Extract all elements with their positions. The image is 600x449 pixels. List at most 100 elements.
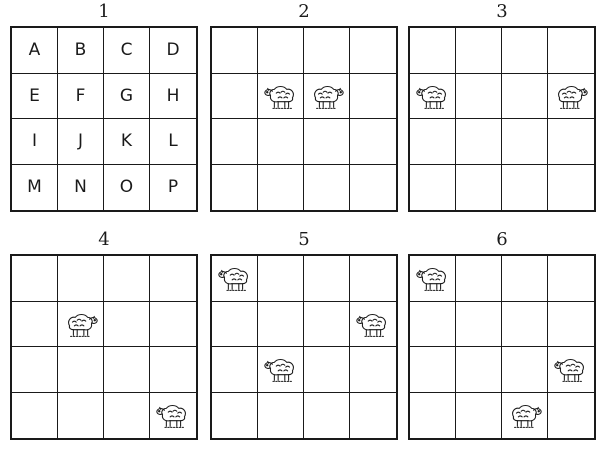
grid-cell-e (410, 73, 456, 119)
grid-cell-l (548, 347, 594, 393)
grid-cell-l (548, 119, 594, 165)
grid-cell-c (502, 28, 548, 74)
sheep-icon (506, 400, 544, 430)
panel-grid (210, 26, 398, 212)
panel-grid (408, 254, 596, 440)
cell-letter: E (29, 85, 40, 106)
grid-cell-k: K (104, 119, 150, 165)
panel-number: 6 (496, 229, 508, 250)
grid-cell-d: D (150, 28, 196, 74)
grid-cell-p (350, 393, 396, 439)
grid-cell-p (548, 393, 594, 439)
cell-letter: C (120, 40, 133, 61)
grid-cell-e (212, 73, 258, 119)
grid-cell-d (548, 256, 594, 302)
grid-cell-k (304, 347, 350, 393)
grid-cell-e (12, 301, 58, 347)
grid-cell-i: I (12, 119, 58, 165)
cell-letter: A (28, 40, 41, 61)
grid-cell-g (304, 73, 350, 119)
grid-cell-h (350, 74, 396, 119)
grid-cell-n (58, 392, 104, 438)
grid-cell-o (304, 164, 350, 210)
grid-cell-f (58, 301, 104, 347)
grid-cell-i (212, 119, 258, 165)
grid-cell-g (304, 301, 350, 347)
grid-cell-i (12, 347, 58, 393)
grid-cell-g (104, 301, 150, 347)
cell-letter: G (119, 85, 134, 106)
panel-number: 1 (98, 1, 110, 22)
cell-letter: O (119, 177, 134, 198)
grid-cell-j (58, 347, 104, 393)
grid-cell-p: P (150, 165, 196, 211)
grid-cell-l (350, 347, 396, 393)
grid-cell-n (258, 164, 304, 210)
cell-letter: N (74, 177, 87, 198)
sheep-icon (354, 309, 392, 339)
grid-cell-b: B (58, 28, 104, 74)
cell-letter: L (168, 131, 178, 152)
grid-cell-j (456, 347, 502, 393)
grid-cell-d (350, 28, 396, 74)
grid-cell-g: G (104, 73, 150, 119)
grid-cell-p (548, 165, 594, 211)
grid-cell-a (410, 256, 456, 302)
sheep-icon (262, 81, 300, 111)
grid-cell-m (410, 164, 456, 210)
grid-cell-e (410, 301, 456, 347)
grid-cell-j (456, 119, 502, 165)
grid-cell-o (502, 164, 548, 210)
grid-cell-f (258, 301, 304, 347)
grid-cell-a (410, 28, 456, 74)
grid-cell-h (150, 302, 196, 347)
grid-cell-j (258, 119, 304, 165)
grid-cell-k (104, 347, 150, 393)
cell-letter: M (27, 177, 42, 198)
grid-cell-m (12, 392, 58, 438)
panel-number: 4 (98, 229, 110, 250)
panel-number: 5 (298, 229, 310, 250)
grid-cell-b (58, 256, 104, 302)
panel-grid (10, 254, 198, 440)
grid-cell-l (350, 119, 396, 165)
grid-cell-p (150, 393, 196, 439)
grid-cell-c (502, 256, 548, 302)
grid-cell-h: H (150, 74, 196, 119)
grid-cell-c: C (104, 28, 150, 74)
grid-cell-o (104, 392, 150, 438)
cell-letter: J (77, 131, 83, 152)
grid-cell-j: J (58, 119, 104, 165)
panel-grid (408, 26, 596, 212)
grid-cell-o: O (104, 164, 150, 210)
cell-letter: D (166, 40, 180, 61)
sheep-icon (62, 309, 100, 339)
grid-cell-m (410, 392, 456, 438)
grid-cell-o (502, 392, 548, 438)
cell-letter: K (120, 131, 133, 152)
sheep-icon (262, 354, 300, 384)
grid-cell-l: L (150, 119, 196, 165)
panel-grid (210, 254, 398, 440)
grid-cell-f (258, 73, 304, 119)
grid-cell-k (502, 119, 548, 165)
grid-cell-g (502, 301, 548, 347)
grid-cell-b (258, 28, 304, 74)
grid-cell-a: A (12, 28, 58, 74)
grid-cell-h (350, 302, 396, 347)
grid-cell-g (502, 73, 548, 119)
sheep-icon (154, 400, 192, 430)
grid-cell-e (212, 301, 258, 347)
grid-cell-c (104, 256, 150, 302)
grid-cell-a (12, 256, 58, 302)
grid-cell-c (304, 28, 350, 74)
grid-cell-c (304, 256, 350, 302)
grid-cell-a (212, 256, 258, 302)
grid-cell-n: N (58, 164, 104, 210)
grid-cell-i (410, 119, 456, 165)
grid-cell-m (212, 164, 258, 210)
sheep-icon (552, 354, 590, 384)
grid-cell-b (456, 256, 502, 302)
grid-cell-f (456, 301, 502, 347)
